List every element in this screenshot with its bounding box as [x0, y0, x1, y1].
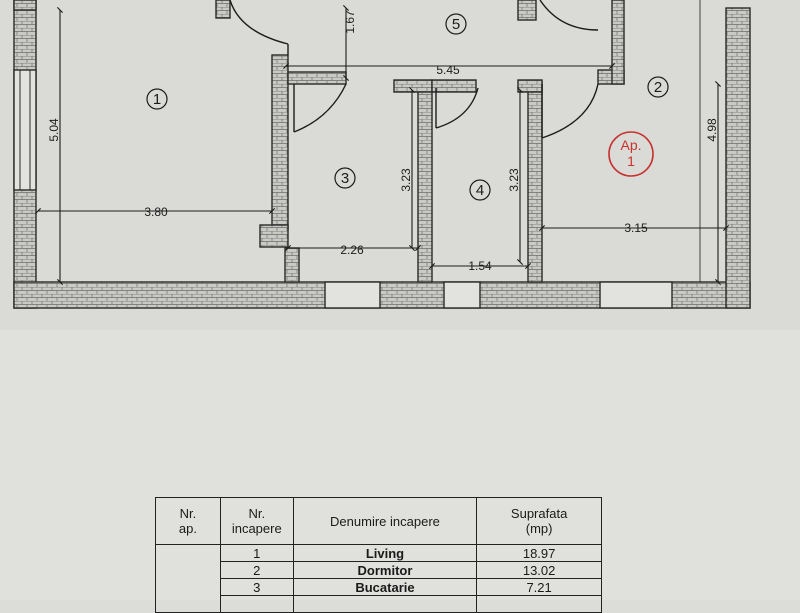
room-area-table-container: Nr.ap. Nr.incapere Denumire incapere Sup… [155, 497, 602, 613]
room-number-5: 5 [452, 16, 460, 33]
dimension-labels: 1.67 5.45 5.04 3.80 3.23 2.26 3.23 1.54 … [47, 10, 719, 273]
dim-3-23-a: 3.23 [399, 168, 413, 192]
floor-plan-sheet: 1.67 5.45 5.04 3.80 3.23 2.26 3.23 1.54 … [13, 0, 751, 613]
cell-area: 7.21 [476, 578, 602, 596]
wall-1-3-foot [259, 224, 289, 248]
table-row: 2 Dormitor 13.02 [156, 561, 602, 579]
wall-2-5 [611, 0, 625, 85]
room-number-4: 4 [476, 182, 484, 199]
header-suprafata: Suprafata(mp) [476, 497, 602, 545]
cell-nr: 3 [219, 578, 294, 596]
dim-3-80: 3.80 [144, 205, 168, 219]
dim-3-15: 3.15 [624, 221, 648, 235]
dim-1-54: 1.54 [468, 259, 492, 273]
room-markers [146, 13, 669, 201]
dim-4-98: 4.98 [705, 118, 719, 142]
wall-top-3b [393, 79, 433, 93]
cell-nr: 1 [219, 544, 294, 562]
door-arc-1 [229, 0, 289, 45]
walls [13, 0, 751, 309]
window-bottom-3 [599, 281, 673, 309]
table-header-row: Nr.ap. Nr.incapere Denumire incapere Sup… [155, 497, 602, 545]
window-bottom-2 [443, 281, 481, 309]
wall-3-bottom-stub [284, 247, 300, 283]
cell-name [292, 595, 478, 613]
wall-top-stub [215, 0, 231, 19]
cell-area [476, 595, 602, 613]
cell-nr-ap [155, 544, 221, 613]
dim-5-04: 5.04 [47, 118, 61, 142]
room-number-2: 2 [654, 79, 662, 96]
cell-name: Bucatarie [292, 578, 478, 596]
wall-top-4 [431, 79, 477, 93]
wall-top-4b [517, 79, 543, 93]
apartment-stamp-line2: 1 [627, 153, 635, 169]
wall-top-left [13, 0, 37, 11]
apartment-stamp-line1: Ap. [620, 137, 641, 153]
wall-top-3 [287, 71, 347, 85]
window-left [13, 69, 37, 191]
table-row: 1 Living 18.97 [155, 544, 602, 613]
dim-3-23-b: 3.23 [507, 168, 521, 192]
table-row: 3 Bucatarie 7.21 [156, 578, 602, 596]
dimension-lines [34, 0, 730, 286]
cell-name: Dormitor [292, 561, 478, 579]
cell-nr: 2 [219, 561, 294, 579]
wall-1-3 [271, 54, 289, 231]
header-nr-ap: Nr.ap. [155, 497, 221, 545]
header-nr-incapere: Nr.incapere [219, 497, 294, 545]
cell-area: 18.97 [476, 544, 602, 562]
dim-1-67: 1.67 [343, 10, 357, 34]
room-area-table: Nr.ap. Nr.incapere Denumire incapere Sup… [155, 497, 602, 613]
door-arc-4 [435, 87, 479, 129]
dim-2-26: 2.26 [340, 243, 364, 257]
cell-nr [219, 595, 294, 613]
cell-name: Living [292, 544, 478, 562]
room-number-3: 3 [341, 170, 349, 187]
table-row [156, 595, 602, 613]
floor-plan-drawing: 1.67 5.45 5.04 3.80 3.23 2.26 3.23 1.54 … [13, 0, 751, 309]
wall-3-4 [417, 81, 433, 283]
room-number-1: 1 [153, 91, 161, 108]
wall-4-2 [527, 81, 543, 283]
door-arc-2 [541, 83, 599, 139]
window-bottom-1 [324, 281, 381, 309]
header-denumire: Denumire incapere [292, 497, 478, 545]
doors [229, 0, 599, 139]
cell-area: 13.02 [476, 561, 602, 579]
dim-5-45: 5.45 [436, 63, 460, 77]
wall-top-5 [517, 0, 537, 21]
wall-right-exterior [725, 7, 751, 309]
apartment-stamp-circle [608, 131, 654, 177]
door-arc-5 [539, 0, 599, 31]
door-arc-3 [293, 83, 347, 133]
